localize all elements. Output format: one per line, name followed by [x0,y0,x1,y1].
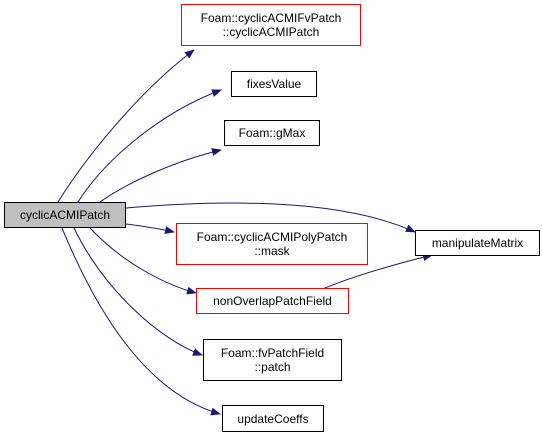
node-fvpatchfield-patch-line2: ::patch [254,360,291,374]
edge-root-to-polypatch-mask [125,223,175,234]
node-cyclic-acmi-patch[interactable]: cyclicACMIPatch [4,202,126,228]
node-non-overlap-patch-field[interactable]: nonOverlapPatchField [196,288,349,314]
node-gmax[interactable]: Foam::gMax [224,120,320,146]
edge-root-to-fvpatchfield-patch [73,227,203,356]
node-fvpatchfield-patch[interactable]: Foam::fvPatchField ::patch [203,339,342,381]
node-update-coeffs[interactable]: updateCoeffs [222,405,324,432]
edge-root-to-manipulate-matrix [125,202,416,233]
edge-root-to-update-coeffs [61,227,221,416]
node-fixes-value-label: fixesValue [246,77,302,91]
node-cyclic-acmi-fvpatch-line1: Foam::cyclicACMIFvPatch [200,11,342,25]
node-cyclic-acmi-polypatch-mask-line1: Foam::cyclicACMIPolyPatch [196,230,348,244]
edge-root-to-non-overlap-patch-field [89,227,197,295]
edge-root-to-cyclic-acmi-fvpatch [57,49,195,203]
edge-root-to-gmax [99,148,222,203]
node-cyclic-acmi-fvpatch[interactable]: Foam::cyclicACMIFvPatch ::cyclicACMIPatc… [181,4,361,46]
node-gmax-label: Foam::gMax [238,126,306,140]
node-cyclic-acmi-polypatch-mask-line2: ::mask [254,244,290,258]
node-fvpatchfield-patch-line1: Foam::fvPatchField [220,346,325,360]
node-non-overlap-patch-field-label: nonOverlapPatchField [213,294,332,308]
node-cyclic-acmi-polypatch-mask[interactable]: Foam::cyclicACMIPolyPatch ::mask [176,223,368,265]
edge-non-overlap-to-manipulate-matrix [317,253,433,292]
node-update-coeffs-label: updateCoeffs [237,411,309,426]
edge-root-to-fixes-value [77,89,222,203]
node-manipulate-matrix[interactable]: manipulateMatrix [415,230,540,256]
node-manipulate-matrix-label: manipulateMatrix [431,236,524,250]
node-cyclic-acmi-patch-label: cyclicACMIPatch [19,208,111,222]
node-cyclic-acmi-fvpatch-line2: ::cyclicACMIPatch [222,25,320,39]
node-fixes-value[interactable]: fixesValue [231,71,317,97]
